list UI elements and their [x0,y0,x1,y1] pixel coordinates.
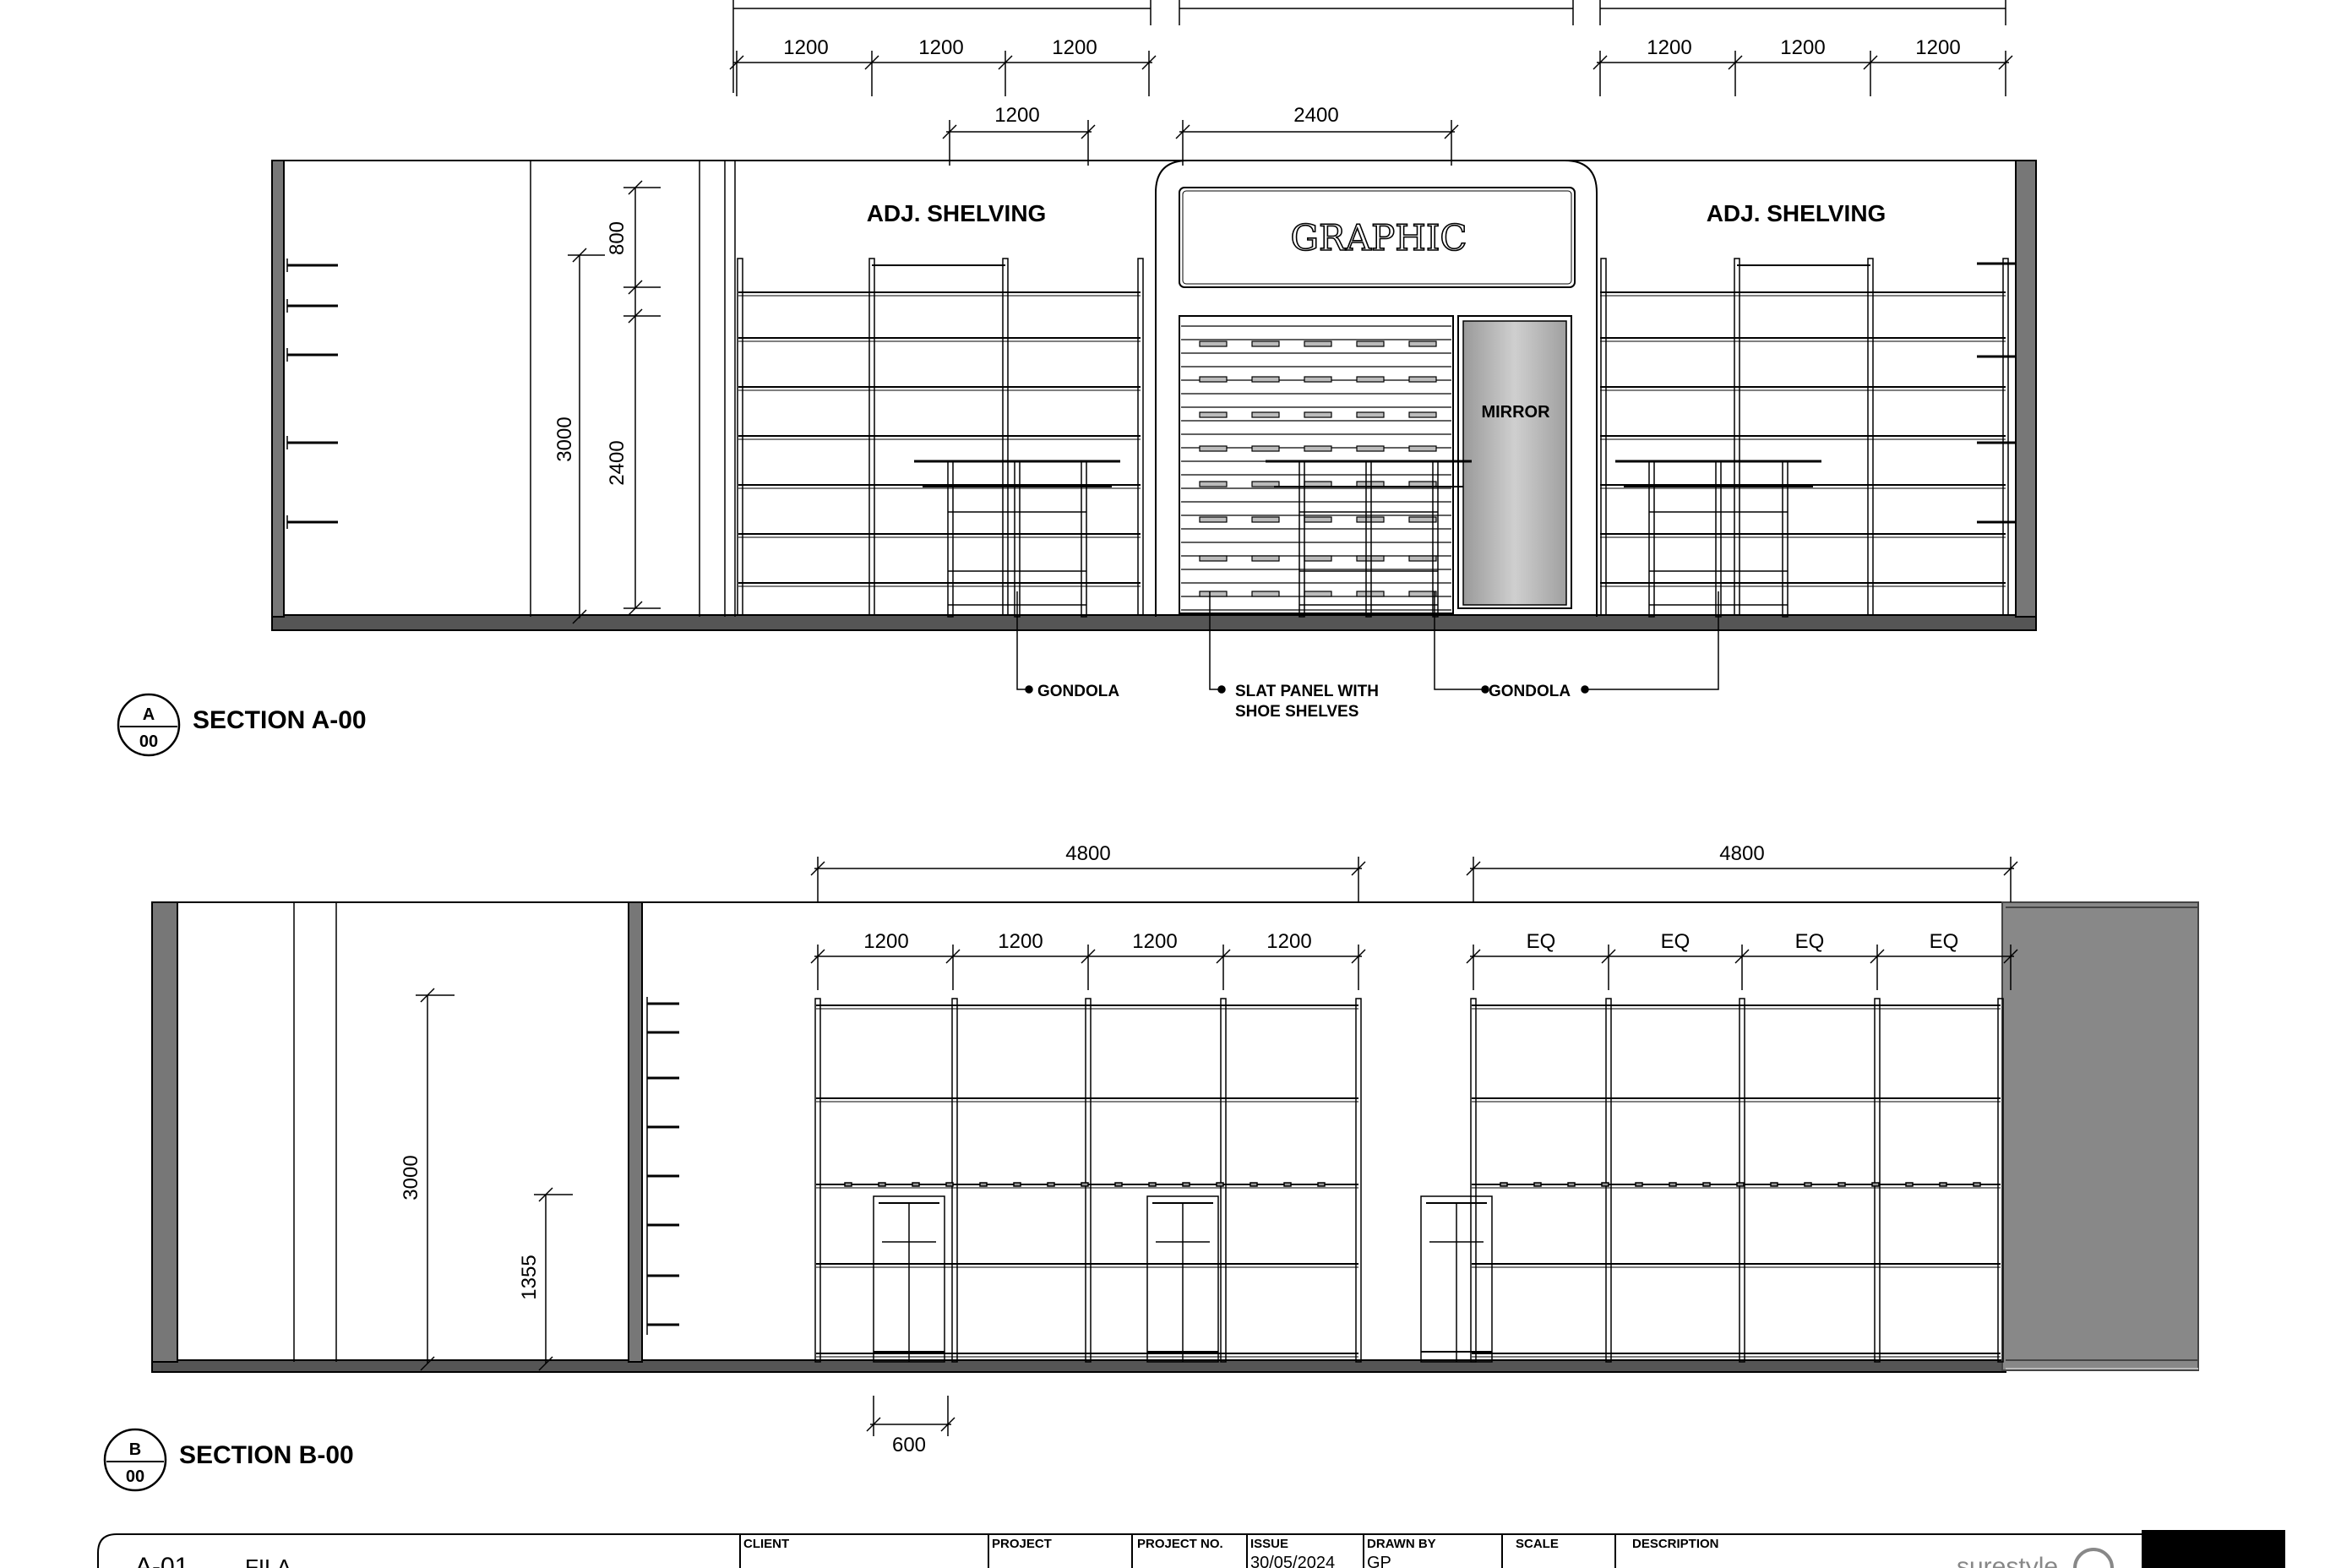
dim-b-left-4: 1200 [1266,930,1311,953]
dimensions-vertical [568,180,661,624]
dim-b-right-2: EQ [1661,930,1690,953]
adj-shelving-left [737,258,1144,616]
section-b-bubble-number: 00 [126,1467,144,1486]
callout-leaders [1016,591,1719,694]
floor-slab-b [151,1359,2006,1373]
dim-a-height-2400: 2400 [606,440,629,485]
wall-right [2015,160,2037,618]
dim-a-left-2: 1200 [918,36,963,59]
wall-b-mid [628,901,643,1363]
sheet-name: FILA [245,1554,292,1568]
dim-b-height-3000: 3000 [400,1155,422,1200]
title-block-black-tab [2142,1530,2285,1568]
dimensions-b-vertical [416,988,573,1371]
dim-a-left-1: 1200 [783,36,828,59]
wall-left [271,160,285,618]
sheet-number: A-01 [135,1553,188,1568]
dimensions-top [729,0,2013,166]
company-logo: surestyle [1957,1553,2058,1568]
mirror-label: MIRROR [1481,403,1550,422]
dim-a-right-3: 1200 [1915,36,1960,59]
graphic-text: GRAPHIC [1290,217,1467,259]
dim-b-left-2: 1200 [998,930,1043,953]
title-block [97,1530,2285,1568]
dim-b-600: 600 [892,1434,926,1456]
callout-slat-line2: SHOE SHELVES [1235,703,1358,721]
drawn-by-value: GP [1367,1554,1391,1568]
dim-b-right-3: EQ [1795,930,1825,953]
gondolas [914,460,1821,631]
label-adj-shelving-left: ADJ. SHELVING [867,200,1047,226]
section-b-bubble [103,1428,167,1492]
shelving-b-left [814,998,1362,1363]
dim-a-2400: 2400 [1293,104,1338,127]
section-a [117,0,2037,757]
dim-b-left-3: 1200 [1132,930,1177,953]
dim-a-1200: 1200 [994,104,1039,127]
section-a-bubble-letter: A [143,705,155,724]
client-label: CLIENT [743,1537,789,1551]
graphic-panel [1179,187,1576,288]
wall-brackets-b [646,997,679,1335]
section-b-bubble-letter: B [129,1440,141,1459]
feature-wall-arch [1155,160,1598,617]
dim-b-overall-right: 4800 [1719,842,1764,865]
dim-b-overall-left: 4800 [1065,842,1110,865]
dim-a-left-3: 1200 [1052,36,1097,59]
scale-label: SCALE [1516,1537,1559,1551]
wall-b-right-block [2001,901,2199,1371]
dim-b-right-1: EQ [1527,930,1556,953]
dim-a-right-1: 1200 [1647,36,1691,59]
wall-b-left [151,901,178,1363]
drawn-by-label: DRAWN BY [1367,1537,1436,1551]
project-label: PROJECT [992,1537,1052,1551]
dim-a-height-3000: 3000 [553,416,576,461]
dim-a-height-800: 800 [606,221,629,255]
shelving-b-right [1470,998,2004,1363]
callout-gondola-left: GONDOLA [1037,683,1119,700]
dim-b-height-1355: 1355 [518,1255,541,1299]
label-adj-shelving-right: ADJ. SHELVING [1707,200,1886,226]
dim-b-left-1: 1200 [863,930,908,953]
section-b [103,857,2199,1492]
section-a-title: SECTION A-00 [193,706,367,734]
dim-a-right-2: 1200 [1780,36,1825,59]
wall-brackets-left [286,259,338,529]
adj-shelving-right [1600,258,2016,616]
garment-racks-b [873,1195,1493,1363]
slat-panel-slats [1181,325,1451,611]
dimension-b-600 [866,1396,956,1436]
dim-b-right-4: EQ [1930,930,1959,953]
dimensions-b [810,857,2018,990]
floor-slab [271,614,2037,631]
mirror [1462,320,1567,606]
callout-slat-line1: SLAT PANEL WITH [1235,683,1379,700]
section-a-bubble-number: 00 [139,732,158,751]
description-label: DESCRIPTION [1632,1537,1719,1551]
logo-badge [2073,1548,2114,1568]
section-b-title: SECTION B-00 [179,1441,354,1469]
issue-value: 30/05/2024 [1250,1554,1335,1568]
project-no-label: PROJECT NO. [1137,1537,1223,1551]
callout-gondola-right: GONDOLA [1489,683,1571,700]
slat-panel [1179,315,1454,614]
issue-label: ISSUE [1250,1537,1288,1551]
section-a-bubble [117,693,181,757]
